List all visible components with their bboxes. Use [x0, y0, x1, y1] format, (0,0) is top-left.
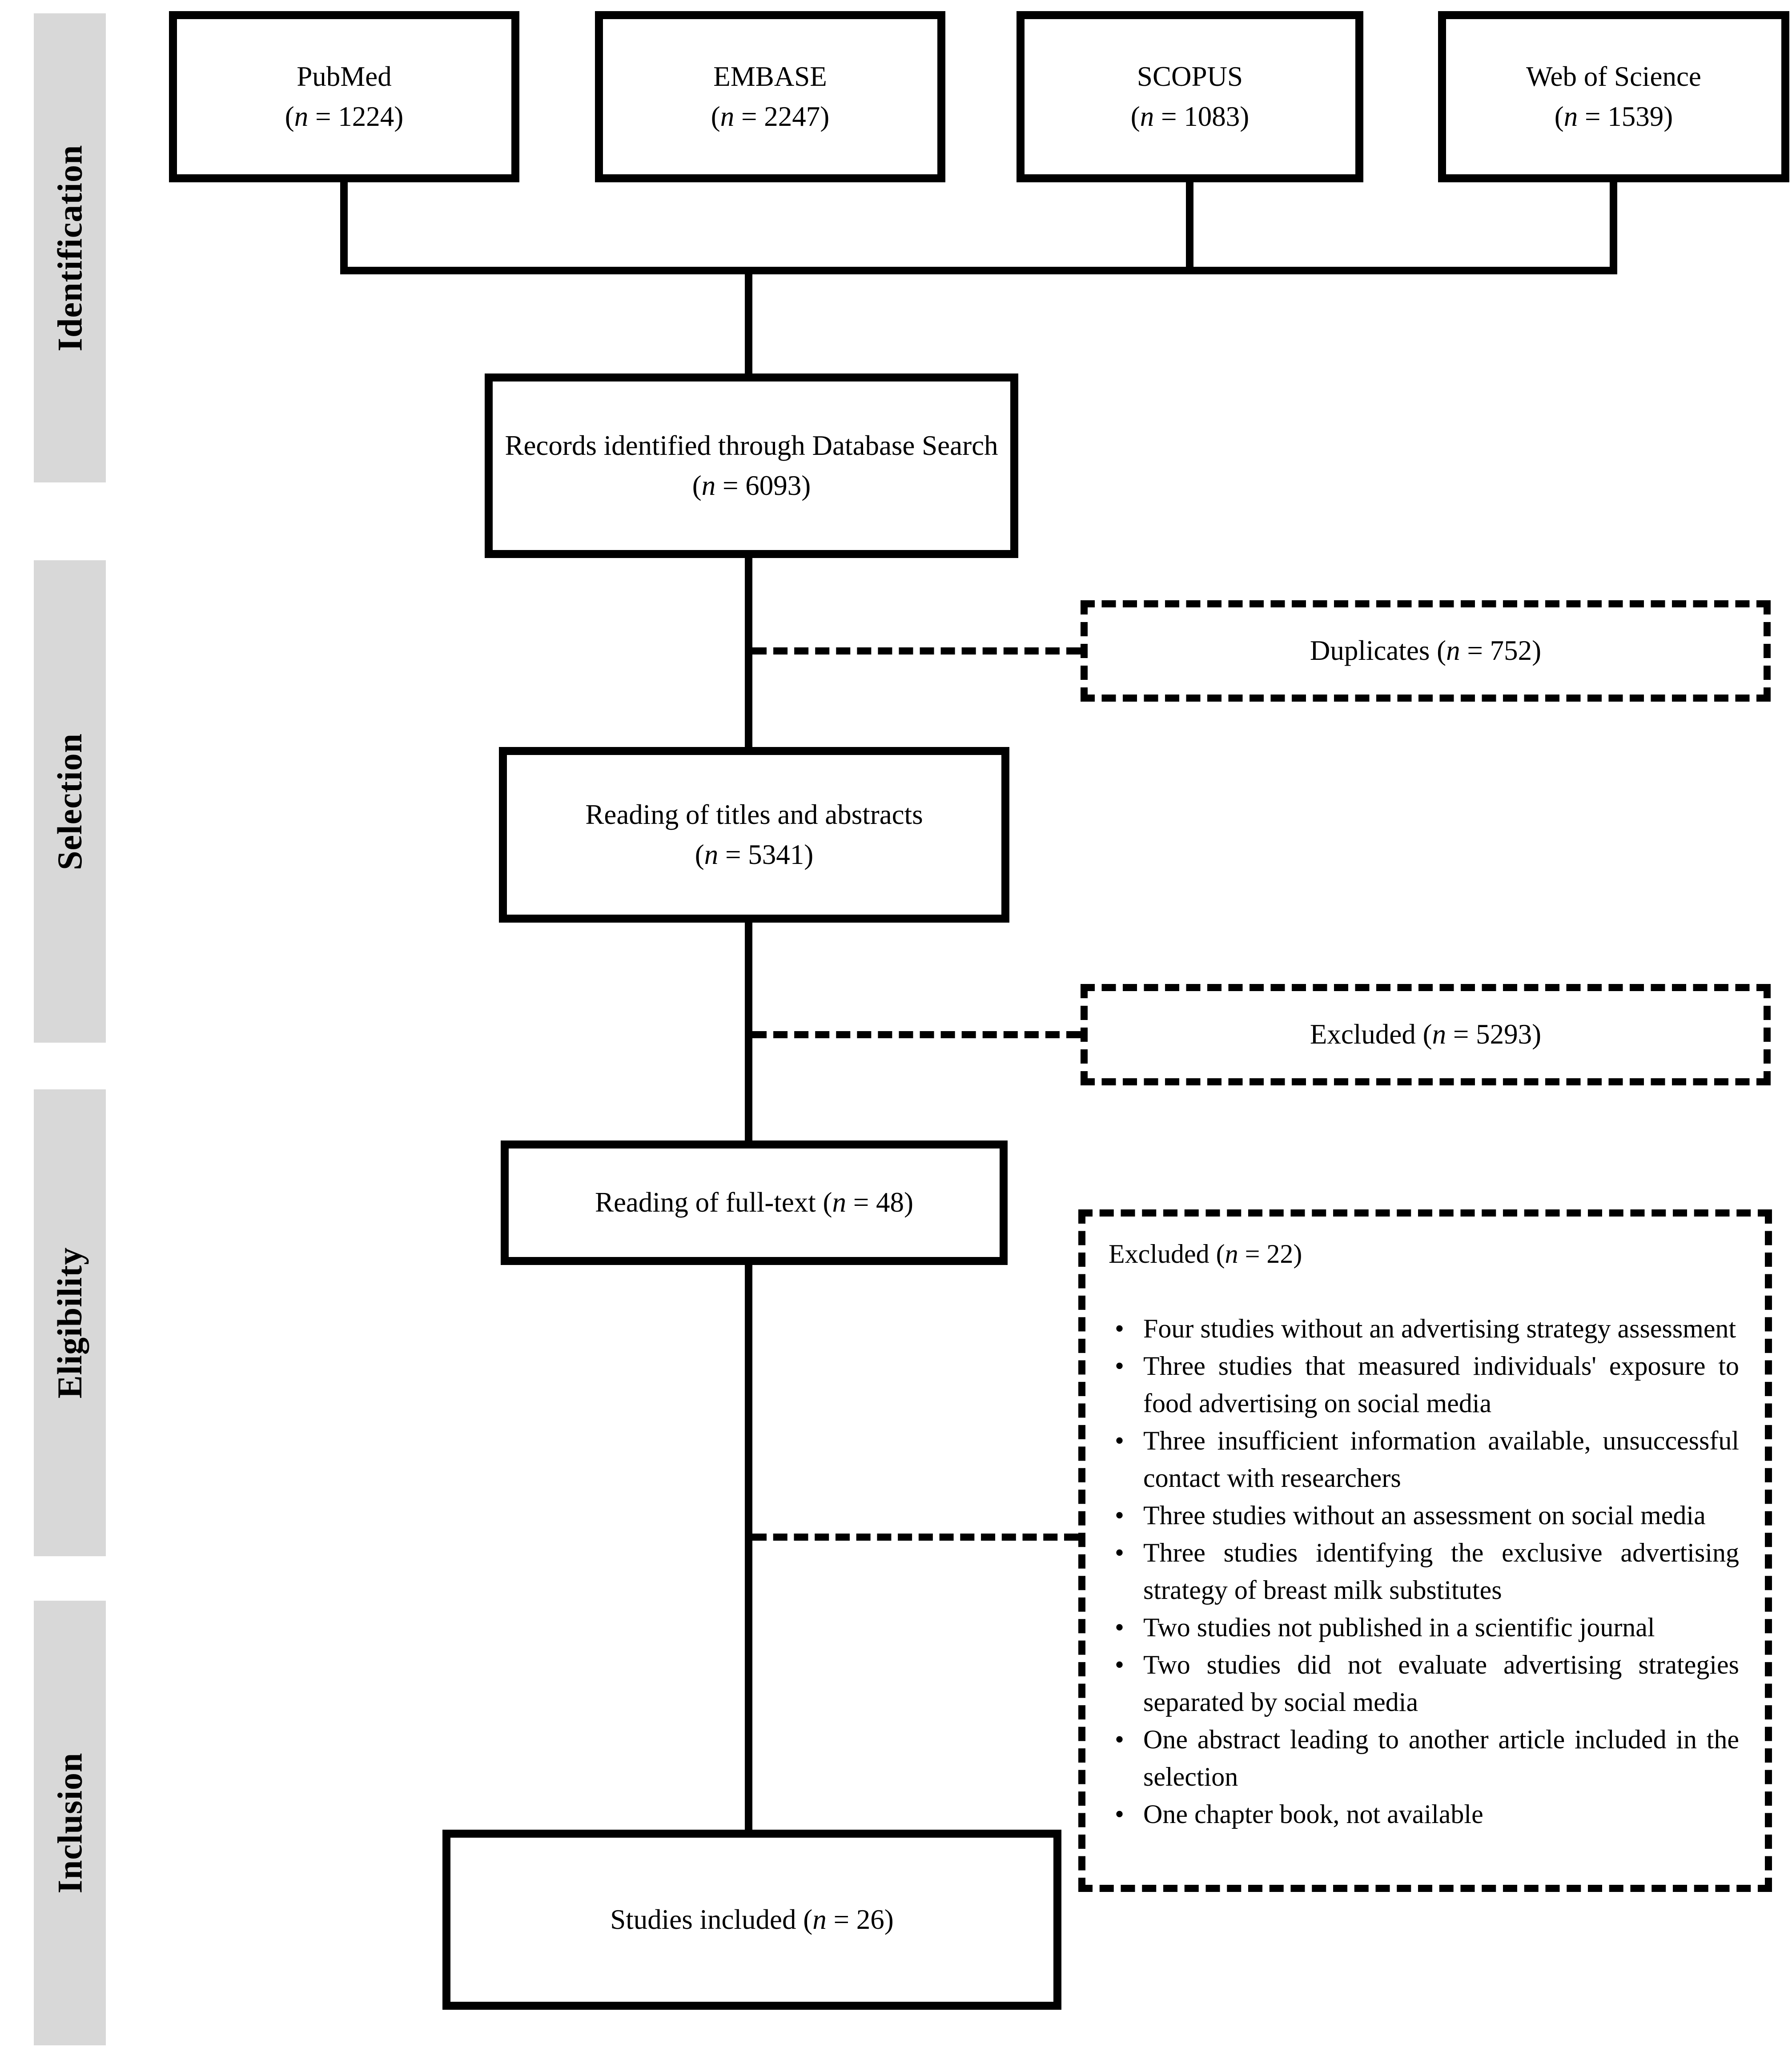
connector-stub-scopus — [1186, 181, 1193, 274]
exclusion-reason: Two studies did not evaluate advertising… — [1109, 1646, 1739, 1721]
excluded-titles-box: Excluded (n = 5293) — [1081, 984, 1771, 1085]
connector-dashed-excluded-fulltext — [752, 1534, 1078, 1541]
connector-stub-web-of-science — [1610, 181, 1617, 274]
source-name: SCOPUS — [1137, 61, 1243, 92]
titles-abstracts-label: Reading of titles and abstracts — [585, 799, 923, 831]
connector-spine-3 — [745, 921, 752, 1142]
source-name: PubMed — [297, 61, 392, 92]
exclusion-reason: Three studies that measured individuals'… — [1109, 1347, 1739, 1422]
full-text-label: Reading of full-text (n = 48) — [595, 1187, 914, 1218]
stage-selection-label: Selection — [50, 733, 89, 870]
records-identified-box: Records identified through Database Sear… — [485, 373, 1018, 558]
source-count: (n = 1539) — [1554, 100, 1673, 132]
full-text-box: Reading of full-text (n = 48) — [501, 1140, 1008, 1265]
source-box-scopus: SCOPUS (n = 1083) — [1017, 11, 1363, 182]
connector-dashed-excluded-titles — [752, 1031, 1081, 1038]
titles-abstracts-count: (n = 5341) — [695, 839, 814, 870]
excluded-full-text-header: Excluded (n = 22) — [1109, 1239, 1302, 1269]
records-identified-label: Records identified through Database Sear… — [505, 430, 998, 462]
exclusion-reason: Three studies without an assessment on s… — [1109, 1497, 1739, 1534]
exclusion-reason: Two studies not published in a scientifi… — [1109, 1609, 1739, 1646]
source-box-embase: EMBASE (n = 2247) — [595, 11, 945, 182]
connector-spine-4 — [745, 1264, 752, 1831]
connector-spine-1 — [745, 273, 752, 376]
studies-included-box: Studies included (n = 26) — [442, 1830, 1061, 2010]
stage-eligibility-label: Eligibility — [50, 1247, 89, 1399]
source-count: (n = 2247) — [711, 100, 830, 132]
connector-spine-2 — [745, 557, 752, 749]
source-count: (n = 1224) — [285, 100, 404, 132]
duplicates-box: Duplicates (n = 752) — [1081, 600, 1771, 702]
excluded-titles-label: Excluded (n = 5293) — [1310, 1019, 1542, 1050]
connector-stub-pubmed — [340, 181, 348, 274]
exclusion-reason: One abstract leading to another article … — [1109, 1721, 1739, 1795]
duplicates-label: Duplicates (n = 752) — [1310, 635, 1542, 667]
connector-collector-line — [340, 267, 1617, 274]
stage-selection: Selection — [34, 560, 106, 1043]
stage-inclusion: Inclusion — [34, 1601, 106, 2045]
exclusion-reason: One chapter book, not available — [1109, 1795, 1739, 1833]
exclusion-reason: Three studies identifying the exclusive … — [1109, 1534, 1739, 1609]
exclusion-reason: Three insufficient information available… — [1109, 1422, 1739, 1497]
excluded-full-text-box: Excluded (n = 22) Four studies without a… — [1078, 1209, 1772, 1892]
source-name: EMBASE — [713, 61, 827, 92]
records-identified-count: (n = 6093) — [692, 470, 811, 501]
stage-inclusion-label: Inclusion — [50, 1752, 89, 1894]
stage-identification: Identification — [34, 13, 106, 482]
exclusion-reason-list: Four studies without an advertising stra… — [1109, 1310, 1739, 1833]
studies-included-label: Studies included (n = 26) — [610, 1903, 894, 1935]
connector-dashed-duplicates — [752, 647, 1081, 655]
exclusion-reason: Four studies without an advertising stra… — [1109, 1310, 1739, 1347]
stage-identification-label: Identification — [50, 145, 89, 351]
source-name: Web of Science — [1526, 61, 1701, 92]
source-count: (n = 1083) — [1130, 100, 1250, 132]
stage-eligibility: Eligibility — [34, 1089, 106, 1556]
source-box-web-of-science: Web of Science (n = 1539) — [1438, 11, 1789, 182]
titles-abstracts-box: Reading of titles and abstracts (n = 534… — [499, 747, 1009, 923]
source-box-pubmed: PubMed (n = 1224) — [169, 11, 519, 182]
